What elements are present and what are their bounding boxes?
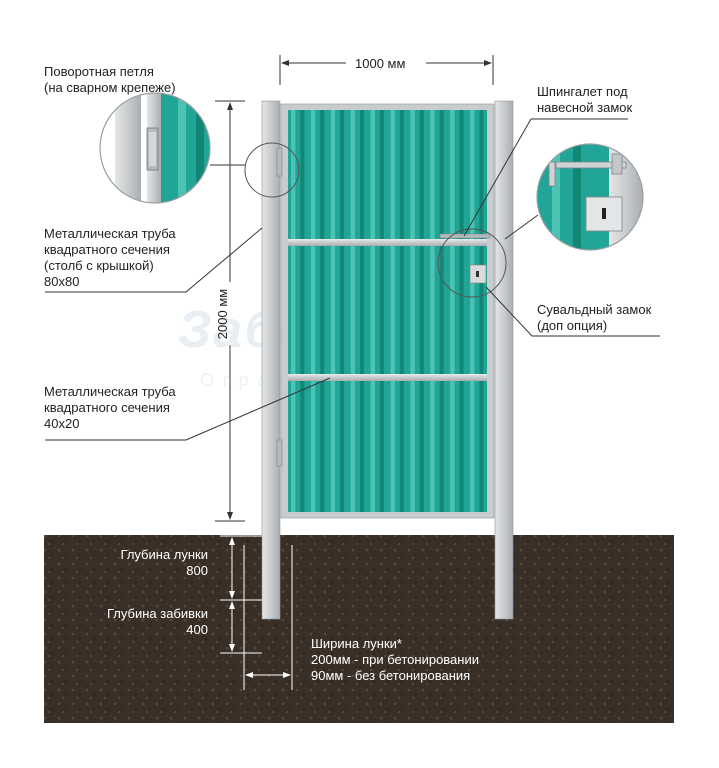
post-leader <box>45 227 263 293</box>
bottom-rail <box>288 374 487 381</box>
left-post <box>261 100 281 620</box>
top-rail <box>288 239 487 246</box>
sheet-rib-shadow <box>439 110 444 512</box>
hinge-top <box>276 147 283 177</box>
sheet-rib-highlight <box>470 110 475 512</box>
post-label: Металлическая труба квадратного сечения … <box>44 226 176 289</box>
sheet-rib-highlight <box>310 110 316 512</box>
sheet-rib-highlight <box>430 110 435 512</box>
latch-label: Шпингалет под навесной замок <box>537 84 633 115</box>
right-post <box>494 100 514 620</box>
height-dimension-label: 2000 мм <box>215 288 231 340</box>
hinge-focus-circle <box>244 142 300 198</box>
sheet-rib-highlight <box>290 110 296 512</box>
lock-label: Сувальдный замок (доп опция) <box>537 302 652 333</box>
sheet-rib-highlight <box>450 110 455 512</box>
width-dimension-label: 1000 мм <box>355 56 406 71</box>
sheet-rib-shadow <box>340 110 345 512</box>
frame-leader <box>45 377 331 441</box>
sheet-rib-shadow <box>459 110 464 512</box>
pit-depth-label: Глубина лунки 800 <box>120 547 208 578</box>
sheet-rib-highlight <box>350 110 356 512</box>
drive-depth-label: Глубина забивки 400 <box>106 606 208 637</box>
sheet-rib-shadow <box>399 110 404 512</box>
sheet-rib-shadow <box>360 110 365 512</box>
sheet-rib-shadow <box>379 110 384 512</box>
sheet-rib-shadow <box>419 110 424 512</box>
lock-focus-circle <box>437 228 507 298</box>
sheet-rib-highlight <box>370 110 375 512</box>
sheet-rib-shadow <box>320 110 325 512</box>
latch-connector <box>504 214 539 240</box>
sheet-rib-shadow <box>300 110 305 512</box>
pit-width-label: Ширина лунки* 200мм - при бетонировании … <box>311 636 479 683</box>
sheet-rib-highlight <box>330 110 336 512</box>
hinge-label: Поворотная петля (на сварном крепеже) <box>44 64 176 95</box>
sheet-rib-highlight <box>410 110 415 512</box>
lock-leader <box>485 286 660 337</box>
hinge-bottom <box>276 439 283 467</box>
latch-leader-diag <box>463 118 532 237</box>
frame-label: Металлическая труба квадратного сечения … <box>44 384 176 431</box>
soil <box>44 535 674 723</box>
hinge-zoom <box>99 92 211 204</box>
sheet-rib-shadow <box>479 110 484 512</box>
corrugated-sheet <box>288 110 487 512</box>
sheet-rib-highlight <box>390 110 395 512</box>
lock-keyhole <box>476 271 479 277</box>
latch-zoom <box>536 143 644 251</box>
